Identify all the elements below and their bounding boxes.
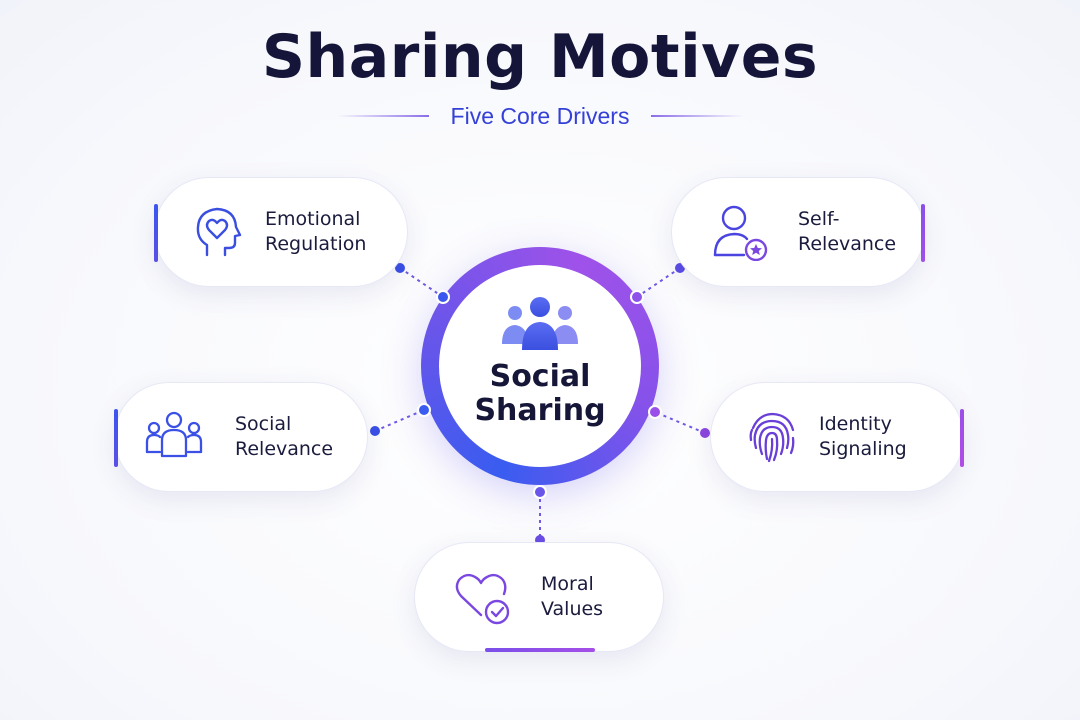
head-with-heart-icon — [196, 207, 242, 257]
motive-card-social-relevance: Social Relevance — [114, 382, 368, 492]
hub-label-line1: Social — [489, 359, 591, 394]
hub-ring: Social Sharing — [421, 247, 659, 485]
motive-label: Self- Relevance — [798, 207, 896, 257]
people-outline-icon — [145, 411, 203, 458]
hub-center: Social Sharing — [439, 265, 641, 467]
connector-self-relevance — [636, 267, 681, 298]
subtitle-divider-right — [651, 115, 744, 117]
group-of-people-icon — [502, 297, 578, 350]
connector-identity-signaling — [654, 411, 706, 434]
motive-label: Moral Values — [541, 572, 603, 622]
hub-label-line2: Sharing — [474, 393, 606, 428]
connector-social-relevance — [374, 409, 425, 432]
motive-label-line2: Relevance — [798, 233, 897, 255]
motive-card-self-relevance: Self- Relevance — [671, 177, 925, 287]
subtitle-divider-left — [336, 115, 429, 117]
subtitle: Five Core Drivers — [450, 102, 630, 129]
heart-with-check-icon — [455, 573, 510, 625]
connector-dot-identity-outer — [700, 428, 710, 438]
subtitle-row: Five Core Drivers — [0, 100, 1080, 132]
page-title: Sharing Motives — [261, 22, 819, 92]
card-accent — [921, 204, 925, 262]
motive-label: Identity Signaling — [819, 412, 907, 462]
motive-label-line2: Signaling — [819, 438, 907, 460]
motive-label: Emotional Regulation — [265, 207, 366, 257]
connector-emotional-regulation — [399, 267, 444, 298]
hub-label: Social Sharing — [455, 360, 625, 428]
card-accent — [485, 648, 595, 652]
card-accent — [154, 204, 158, 262]
motive-card-identity-signaling: Identity Signaling — [710, 382, 964, 492]
card-accent — [114, 409, 118, 467]
motive-label-line1: Moral — [541, 573, 594, 595]
motive-card-emotional-regulation: Emotional Regulation — [154, 177, 408, 287]
person-with-star-icon — [713, 205, 768, 261]
motive-label-line2: Values — [541, 598, 604, 620]
connector-dot-social-outer — [370, 426, 380, 436]
motive-label-line1: Social — [235, 413, 292, 435]
motive-label-line2: Relevance — [235, 438, 334, 460]
connector-dot-emotional-outer — [395, 263, 405, 273]
motive-label-line1: Self- — [798, 208, 840, 230]
fingerprint-icon — [749, 412, 795, 463]
motive-label: Social Relevance — [235, 412, 333, 462]
motive-label-line1: Emotional — [265, 208, 361, 230]
card-accent — [960, 409, 964, 467]
motive-label-line1: Identity — [819, 413, 892, 435]
motive-card-moral-values: Moral Values — [414, 542, 664, 652]
motive-label-line2: Regulation — [265, 233, 367, 255]
